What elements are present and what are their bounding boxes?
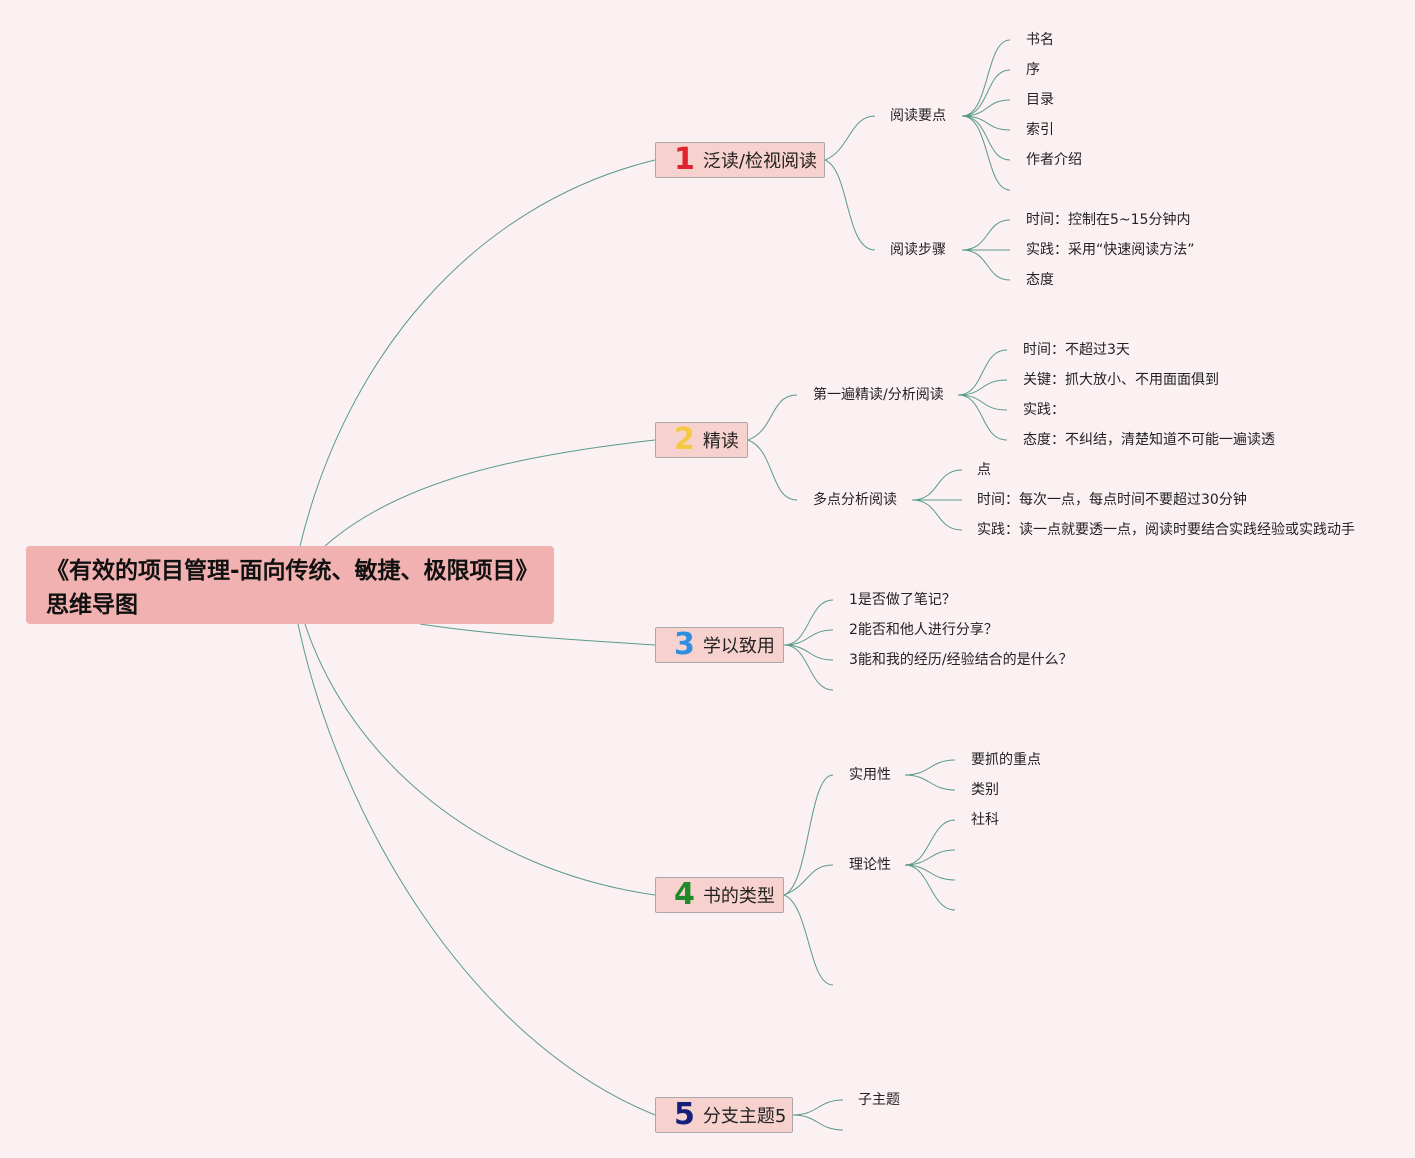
- leaf[interactable]: 关键：抓大放小、不用面面俱到: [1023, 372, 1219, 388]
- branch-3-label: 学以致用: [702, 636, 775, 657]
- branch-4[interactable]: 4 书的类型: [655, 877, 784, 913]
- branch-5-label: 分支主题5: [702, 1106, 787, 1127]
- link-root-b4: [304, 623, 656, 896]
- leaf[interactable]: 索引: [1026, 122, 1054, 138]
- leaf[interactable]: 实践：读一点就要透一点，阅读时要结合实践经验或实践动手: [977, 522, 1355, 538]
- branch-2-label: 精读: [702, 431, 739, 452]
- subtopic-reading-steps[interactable]: 阅读步骤: [890, 242, 946, 258]
- subtopic[interactable]: 子主题: [858, 1092, 900, 1108]
- leaf[interactable]: 社科: [971, 812, 999, 828]
- leaf[interactable]: 实践：: [1023, 402, 1065, 418]
- branch-4-label: 书的类型: [702, 886, 775, 907]
- branch-1[interactable]: 1 泛读/检视阅读: [655, 142, 825, 178]
- link-root-b3: [419, 623, 656, 646]
- branch-1-label: 泛读/检视阅读: [702, 151, 817, 172]
- leaf[interactable]: 态度: [1026, 272, 1054, 288]
- leaf[interactable]: 书名: [1026, 32, 1054, 48]
- leaf[interactable]: 时间：控制在5~15分钟内: [1026, 212, 1191, 228]
- leaf[interactable]: 序: [1026, 62, 1040, 78]
- subtopic-first-intensive[interactable]: 第一遍精读/分析阅读: [813, 387, 944, 403]
- branch-2[interactable]: 2 精读: [655, 422, 748, 458]
- branch-1-number: 1: [674, 142, 695, 177]
- leaf[interactable]: 作者介绍: [1026, 152, 1082, 168]
- leaf[interactable]: 目录: [1026, 92, 1054, 108]
- link-root-b1: [299, 159, 656, 547]
- leaf[interactable]: 态度：不纠结，清楚知道不可能一遍读透: [1023, 432, 1275, 448]
- branch-4-number: 4: [674, 877, 695, 912]
- branch-2-number: 2: [674, 422, 695, 457]
- subtopic-multipoint[interactable]: 多点分析阅读: [813, 492, 897, 508]
- branch-3[interactable]: 3 学以致用: [655, 627, 784, 663]
- subtopic-theoretical[interactable]: 理论性: [849, 857, 891, 873]
- leaf[interactable]: 点: [977, 462, 991, 478]
- leaf[interactable]: 要抓的重点: [971, 752, 1041, 768]
- link-root-b2: [324, 439, 656, 547]
- leaf[interactable]: 时间：不超过3天: [1023, 342, 1130, 358]
- root-topic[interactable]: 《有效的项目管理-面向传统、敏捷、极限项目》思维导图: [26, 546, 554, 624]
- subtopic[interactable]: 3能和我的经历/经验结合的是什么？: [849, 652, 1073, 668]
- subtopic-practical[interactable]: 实用性: [849, 767, 891, 783]
- leaf[interactable]: 时间：每次一点，每点时间不要超过30分钟: [977, 492, 1247, 508]
- leaf[interactable]: 实践：采用“快速阅读方法”: [1026, 242, 1195, 258]
- subtopic[interactable]: 2能否和他人进行分享？: [849, 622, 998, 638]
- subtopic-reading-points[interactable]: 阅读要点: [890, 108, 946, 124]
- branch-3-number: 3: [674, 627, 695, 662]
- branch-5-number: 5: [674, 1097, 695, 1132]
- link-root-b5: [297, 623, 656, 1116]
- subtopic[interactable]: 1是否做了笔记？: [849, 592, 956, 608]
- leaf[interactable]: 类别: [971, 782, 999, 798]
- branch-5[interactable]: 5 分支主题5: [655, 1097, 793, 1133]
